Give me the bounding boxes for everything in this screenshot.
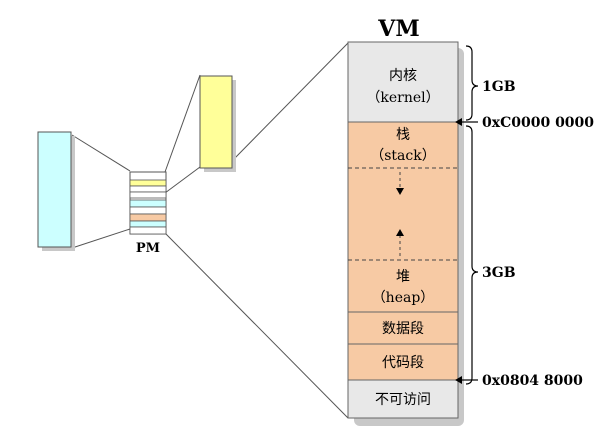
- connector-line: [71, 228, 131, 249]
- virtual-memory: [347, 41, 459, 419]
- user-size-label: 3GB: [482, 265, 516, 281]
- stack-label-cn: 栈: [396, 127, 410, 143]
- kernel-label-cn: 内核: [389, 68, 417, 84]
- connector-line: [164, 74, 201, 173]
- kernel-label-en: （kernel）: [366, 90, 439, 106]
- up-arrow-icon: [396, 229, 404, 236]
- heap-label-en: （heap）: [372, 290, 435, 306]
- cyan-memory-block: [37, 131, 72, 248]
- connector-line: [232, 42, 349, 161]
- data-segment-label: 数据段: [382, 321, 424, 337]
- connector-line: [71, 134, 131, 172]
- left-arrow-icon: [455, 118, 462, 126]
- code-segment-label: 代码段: [382, 355, 424, 371]
- heap-label-cn: 堆: [396, 269, 410, 285]
- yellow-memory-block: [199, 75, 233, 169]
- kernel-size-label: 1GB: [482, 79, 516, 95]
- reserved-region: [347, 379, 459, 419]
- pm-label: PM: [136, 241, 160, 256]
- kernel-start-address: 0xC0000 0000: [482, 115, 594, 131]
- code-start-address: 0x0804 8000: [482, 373, 583, 389]
- down-arrow-icon: [396, 188, 404, 195]
- reserved-label: 不可访问: [375, 392, 431, 408]
- physical-memory-stack: [129, 171, 167, 235]
- connector-line: [164, 232, 349, 419]
- stack-label-en: （stack）: [370, 148, 435, 164]
- vm-title: VM: [377, 16, 419, 42]
- connector-line: [164, 166, 201, 194]
- left-arrow-icon: [455, 376, 462, 384]
- user-brace: [465, 125, 479, 385]
- code-segment-region: [347, 343, 459, 381]
- kernel-brace: [465, 45, 479, 121]
- stack-heap-region: [347, 121, 459, 313]
- kernel-region: [347, 41, 459, 123]
